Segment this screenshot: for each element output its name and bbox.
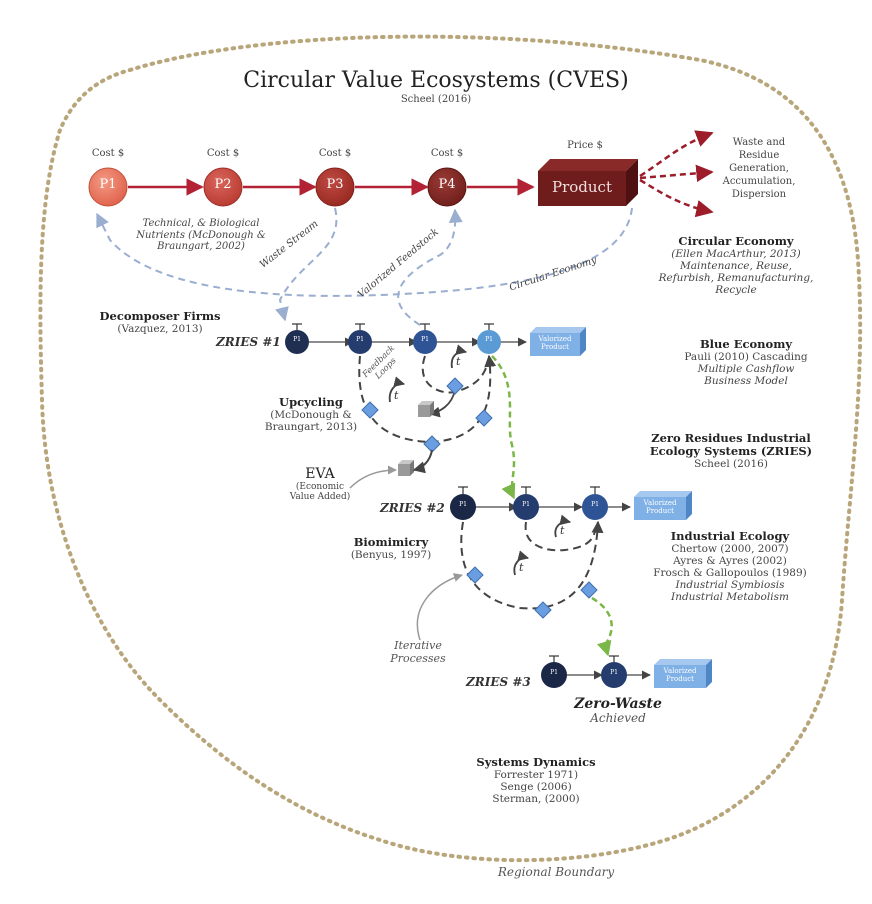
z1-node-1: P1	[293, 336, 301, 343]
diagram-subtitle: Scheel (2016)	[400, 94, 472, 105]
regional-boundary-outline	[38, 34, 863, 863]
zries2-label: ZRIES #2	[380, 501, 445, 515]
zries1-diamonds	[361, 377, 493, 453]
z3-node-2: P1	[610, 669, 618, 676]
industrial-ecology-block: Industrial Ecology Chertow (2000, 2007) …	[640, 529, 820, 604]
cost-label-p4: Cost $	[430, 148, 464, 159]
biomimicry-block: Biomimicry (Benyus, 1997)	[336, 535, 446, 561]
systems-dynamics-block: Systems Dynamics Forrester 1971) Senge (…	[466, 755, 606, 805]
zries2-loop-arcs	[513, 514, 572, 576]
systems-dynamics-heading: Systems Dynamics	[476, 755, 596, 769]
eva-arrow	[349, 465, 397, 489]
z2-node-3: P1	[591, 501, 599, 508]
loop-symbol-2: t	[456, 355, 461, 368]
loop-symbol-4: t	[519, 561, 524, 574]
diagram-title: Circular Value Ecosystems (CVES)	[243, 68, 629, 93]
circular-economy-heading: Circular Economy	[678, 234, 794, 248]
iterative-arrow	[416, 573, 463, 641]
regional-boundary-label: Regional Boundary	[497, 865, 615, 879]
product-label: Product	[552, 178, 612, 196]
cost-label-p3: Cost $	[318, 148, 352, 159]
zries1-cubes	[398, 401, 434, 476]
upcycling-heading: Upcycling	[279, 395, 343, 409]
z1-node-4: P1	[485, 336, 493, 343]
eva-heading: EVA	[305, 466, 335, 482]
waste-arrows	[639, 130, 714, 218]
green-link-1-2	[491, 355, 516, 500]
waste-stream-arrow	[275, 207, 338, 322]
zero-waste-block: Zero-Waste Achieved	[568, 696, 668, 726]
decomposer-block: Decomposer Firms (Vazquez, 2013)	[90, 309, 230, 335]
node-label-p3: P3	[326, 177, 344, 192]
green-link-2-3	[591, 596, 613, 657]
z2-node-2: P1	[522, 501, 530, 508]
zero-waste-heading: Zero-Waste	[574, 696, 662, 712]
product-box	[538, 159, 638, 206]
z3-node-1: P1	[550, 669, 558, 676]
cost-label-p2: Cost $	[206, 148, 240, 159]
loop-symbol-1: t	[394, 389, 399, 402]
node-label-p4: P4	[438, 177, 456, 192]
zries2-row	[450, 486, 692, 520]
blue-economy-block: Blue Economy Pauli (2010) Cascading Mult…	[676, 337, 816, 387]
chain-node-p1	[88, 167, 128, 207]
z1-node-3: P1	[421, 336, 429, 343]
circular-economy-block: Circular Economy (Ellen MacArthur, 2013)…	[656, 234, 816, 296]
cost-label-p1: Cost $	[91, 148, 125, 159]
zries2-loops	[460, 520, 604, 610]
zries3-row	[541, 655, 712, 688]
eva-block: EVA (Economic Value Added)	[280, 466, 360, 503]
z2-node-1: P1	[459, 501, 467, 508]
upcycling-block: Upcycling (McDonough & Braungart, 2013)	[256, 395, 366, 433]
zries1-label: ZRIES #1	[216, 335, 281, 349]
biomimicry-heading: Biomimicry	[353, 535, 429, 549]
blue-economy-heading: Blue Economy	[699, 337, 793, 351]
chain-node-p4	[427, 167, 467, 207]
valorized-feedstock-arrow	[397, 208, 463, 326]
zries1-row	[285, 323, 586, 356]
industrial-ecology-heading: Industrial Ecology	[670, 529, 790, 543]
node-label-p1: P1	[99, 177, 117, 192]
zries3-label: ZRIES #3	[466, 675, 531, 689]
zries-system-block: Zero Residues Industrial Ecology Systems…	[649, 431, 813, 471]
z1-node-2: P1	[356, 336, 364, 343]
decomposer-heading: Decomposer Firms	[99, 309, 221, 323]
price-label: Price $	[567, 140, 603, 151]
zries1-cube-arrow	[412, 449, 433, 474]
node-label-p2: P2	[214, 177, 232, 192]
chain-node-p2	[203, 167, 243, 207]
chain-node-p3	[315, 167, 355, 207]
zries2-diamonds	[466, 566, 598, 619]
circular-economy-arrow	[96, 207, 633, 297]
loop-symbol-3: t	[560, 524, 565, 537]
